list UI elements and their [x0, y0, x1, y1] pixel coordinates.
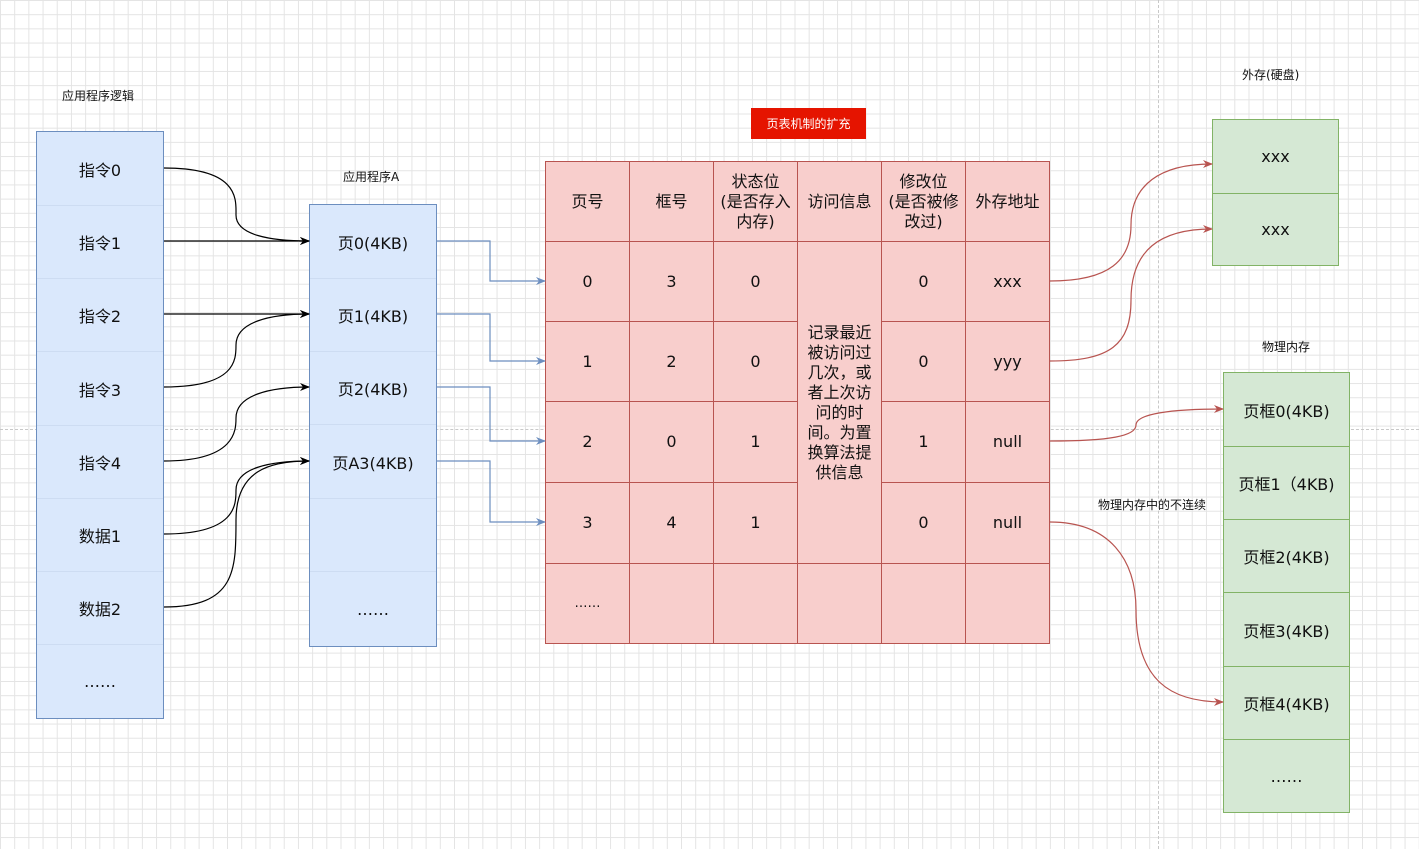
- cell-status-bit: [713, 563, 798, 644]
- arrow-page0-to-row0: [437, 240, 546, 285]
- app-logic-item: 指令1: [37, 205, 163, 278]
- memory-frame: 页框3(4KB): [1224, 592, 1349, 666]
- app-logic-item: 数据2: [37, 571, 163, 644]
- physical-memory-title: 物理内存: [1262, 340, 1311, 354]
- program-page: [310, 498, 436, 571]
- arrow-instruction3-to-page1: [163, 310, 310, 388]
- page-table: 页号 框号 状态位 (是否存入 内存) 访问信息 修改位 (是否被修 改过) 外…: [545, 161, 1050, 644]
- cell-access-info-merged: 记录最近 被访问过 几次，或 者上次访 问的时 间。为置 换算法提 供信息: [797, 241, 882, 564]
- arrow-row0-to-external-block0: [1049, 160, 1213, 282]
- cell-external-address: null: [965, 401, 1050, 483]
- program-a-title: 应用程序A: [343, 170, 400, 184]
- external-storage-column: xxx xxx: [1212, 119, 1339, 266]
- arrow-page1-to-row1: [437, 313, 546, 365]
- app-logic-item: 数据1: [37, 498, 163, 571]
- app-logic-item: 指令0: [78, 160, 122, 180]
- external-storage-title: 外存(硬盘): [1242, 68, 1300, 82]
- page-table-title: 页表机制的扩充: [751, 108, 866, 139]
- program-page: 页2(4KB): [310, 351, 436, 424]
- cell-page-no: ……: [545, 563, 630, 644]
- cell-page-no: 1: [545, 321, 630, 402]
- cell-status-bit: 0: [713, 241, 798, 322]
- header-status-bit: 状态位 (是否存入 内存): [713, 161, 798, 242]
- arrow-row2-to-frame0: [1049, 405, 1224, 442]
- header-frame-no: 框号: [629, 161, 714, 242]
- cell-modified-bit: [881, 563, 966, 644]
- app-logic-item: 指令2: [37, 278, 163, 351]
- program-page: 页A3(4KB): [310, 424, 436, 498]
- app-logic-item: ……: [37, 644, 163, 718]
- cell-external-address: yyy: [965, 321, 1050, 402]
- app-logic-item: 指令3: [37, 351, 163, 425]
- external-block: xxx: [1213, 193, 1338, 265]
- cell-modified-bit: 0: [881, 321, 966, 402]
- arrow-instruction0-to-page0: [163, 167, 310, 245]
- app-logic-title: 应用程序逻辑: [62, 89, 135, 103]
- cell-frame-no: 2: [629, 321, 714, 402]
- program-page: 页1(4KB): [310, 278, 436, 351]
- cell-frame-no: 3: [629, 241, 714, 322]
- guide-line-vertical: [1158, 0, 1159, 849]
- arrow-data1-to-pagea3: [163, 457, 310, 535]
- app-logic-column: 指令0 指令1 指令2 指令3 指令4 数据1 数据2 ……: [36, 131, 164, 719]
- cell-frame-no: [629, 563, 714, 644]
- memory-frame: 页框4(4KB): [1224, 666, 1349, 739]
- memory-frame: 页框1（4KB): [1224, 446, 1349, 519]
- app-logic-item: 指令4: [37, 425, 163, 498]
- arrow-row1-to-external-block1: [1049, 225, 1213, 362]
- arrow-row3-to-frame4: [1049, 521, 1224, 706]
- cell-page-no: 0: [545, 241, 630, 322]
- physical-memory-column: 页框0(4KB) 页框1（4KB) 页框2(4KB) 页框3(4KB) 页框4(…: [1223, 372, 1350, 813]
- cell-external-address: [965, 563, 1050, 644]
- header-modified-bit: 修改位 (是否被修 改过): [881, 161, 966, 242]
- arrow-page2-to-row2: [437, 386, 546, 445]
- cell-frame-no: 4: [629, 482, 714, 564]
- physical-memory-note: 物理内存中的不连续: [1098, 498, 1207, 512]
- program-page: 页0(4KB): [337, 233, 409, 253]
- program-a-column: 页0(4KB) 页1(4KB) 页2(4KB) 页A3(4KB) ……: [309, 204, 437, 647]
- arrow-pagea3-to-row3: [437, 460, 546, 526]
- cell-external-address: xxx: [965, 241, 1050, 322]
- arrow-data2-to-pagea3: [163, 457, 310, 608]
- memory-frame: 页框0(4KB): [1243, 401, 1330, 421]
- program-page: ……: [310, 571, 436, 646]
- external-block: xxx: [1261, 147, 1290, 166]
- arrow-instruction4-to-page2: [163, 383, 310, 462]
- memory-frame: 页框2(4KB): [1224, 519, 1349, 592]
- memory-frame: ……: [1224, 739, 1349, 812]
